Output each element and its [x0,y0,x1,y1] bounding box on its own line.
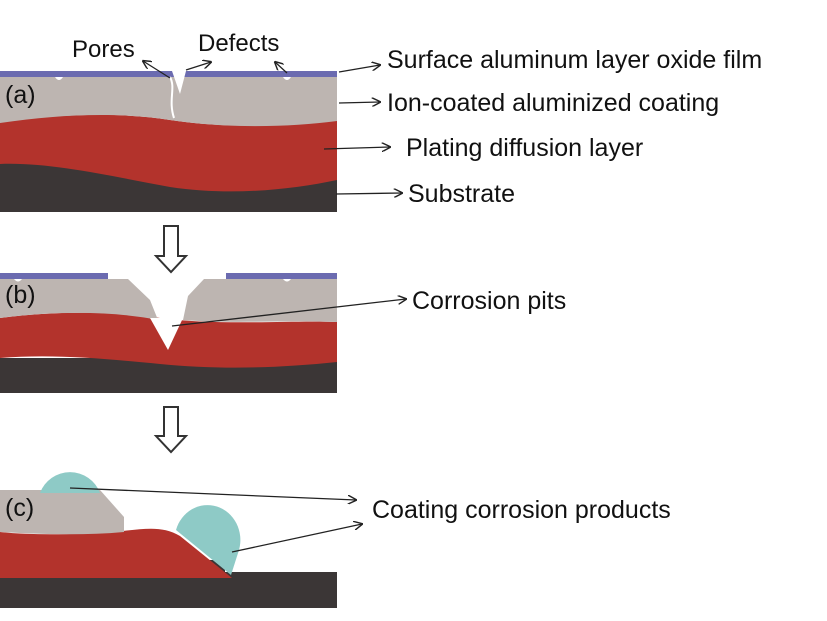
corrosion-pits-label: Corrosion pits [412,287,566,315]
panel-c-product-arrow-2 [231,524,362,553]
panel-a-substrate-arrow [335,193,402,194]
panel-a: (a) Pores Defects Surface aluminum layer… [0,30,762,212]
panel-c-corrosion-product-1 [40,472,100,493]
ion-coating-label: Ion-coated aluminized coating [387,89,719,117]
panel-b-id: (b) [5,281,36,309]
panel-a-pore-2 [283,77,291,80]
panel-c: (c) Coating corrosion products [0,472,671,608]
oxide-film-label: Surface aluminum layer oxide film [387,46,762,74]
panel-b: (b) Corrosion pits [0,273,566,393]
panel-b-oxide-right [226,273,337,279]
panel-a-id: (a) [5,81,36,109]
panel-a-pores-arrow [143,61,171,79]
panel-c-product-arrow-1 [69,487,356,500]
panel-a-oxide-film [0,71,337,77]
panel-a-crack [169,76,175,119]
panel-b-pore-1 [14,279,22,282]
flow-arrow-a-to-b [153,225,189,274]
panel-c-diffusion-layer [0,528,232,578]
defects-label: Defects [198,30,279,57]
panel-c-id: (c) [5,494,34,522]
corrosion-products-label: Coating corrosion products [372,496,671,524]
panel-a-diffusion-layer [0,114,337,192]
panel-a-defects-arrow [185,62,211,71]
substrate-label: Substrate [408,180,515,208]
panel-b-coating-left [0,279,158,320]
panel-c-corrosion-product-2 [176,505,241,575]
flow-arrow-b-to-c [153,406,189,454]
panel-b-pore-2 [283,279,291,282]
panel-a-pore-up-arrow [275,62,288,74]
panel-c-coating-remnant [0,490,124,535]
panel-a-diffusion-arrow [323,147,390,149]
panel-b-pits-arrow [171,299,406,327]
panel-a-coating-arrow [338,102,380,103]
panel-a-oxide-arrow [338,65,380,73]
panel-a-ion-coating [0,76,337,127]
panel-a-pore-1 [55,77,63,80]
pores-label: Pores [72,36,135,63]
diffusion-layer-label: Plating diffusion layer [406,134,643,162]
panel-a-defect [172,71,186,94]
panel-b-oxide-left [0,273,108,279]
